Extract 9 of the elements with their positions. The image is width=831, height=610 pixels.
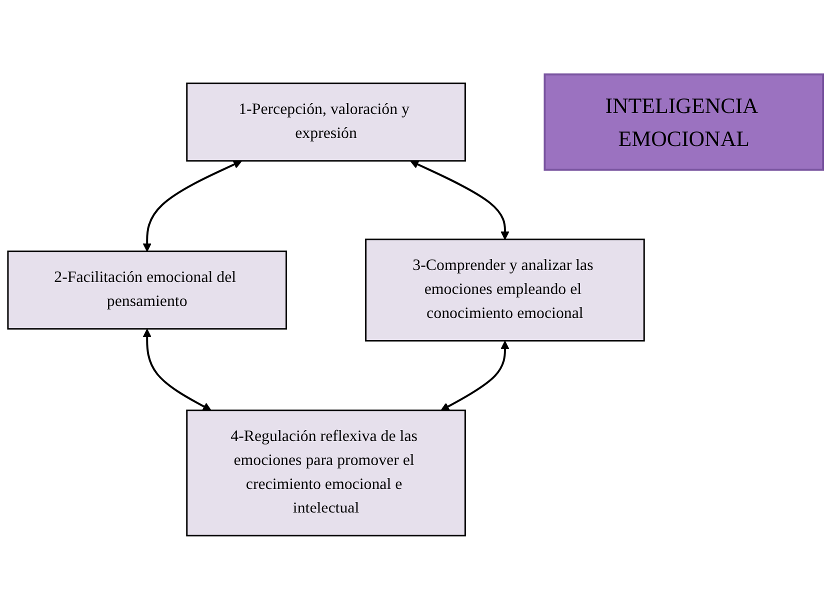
arrow (410, 160, 510, 240)
node-box: 1-Percepción, valoración y expresión (186, 82, 466, 162)
node-box: 4-Regulación reflexiva de las emociones para promover el crecimiento emocional e intelectual (186, 410, 466, 536)
arrow (142, 160, 242, 252)
arrow (142, 328, 212, 411)
node-box: 3-Comprender y analizar las emociones empleando el conocimiento emocional (365, 238, 645, 342)
node-box: INTELIGENCIA EMOCIONAL (544, 73, 824, 171)
node-box: 2-Facilitación emocional del pensamiento (7, 250, 288, 330)
arrow (440, 340, 510, 411)
